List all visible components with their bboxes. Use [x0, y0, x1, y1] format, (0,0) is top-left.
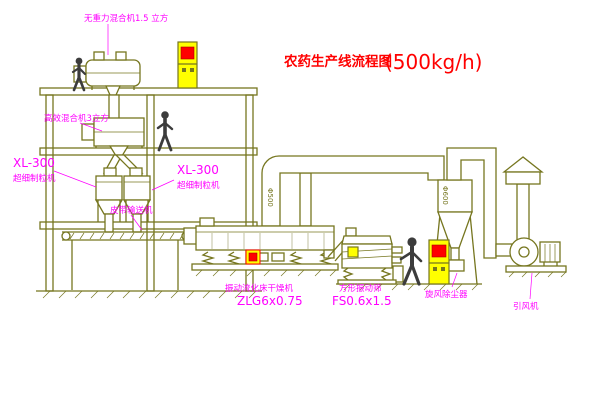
worker-figure-mid	[156, 111, 174, 152]
label-sieve-name: 方形振动筛	[339, 283, 382, 294]
vibrating-sieve-figure	[327, 227, 404, 285]
high-efficiency-mixer-figure	[81, 117, 145, 174]
drawing-title: 农药生产线流程图 (500kg/h)	[283, 50, 482, 74]
label-granulator-mid-name: 超细制粒机	[177, 180, 220, 191]
sieve-motor-box	[347, 246, 359, 258]
label-dryer-name: 振动流化床干燥机	[225, 283, 294, 294]
label-fan: 引风机	[513, 301, 539, 312]
exhaust-duct-figure: Φ500	[261, 155, 445, 227]
label-granulator-left-model: XL-300	[13, 156, 55, 170]
worker-figure-top	[71, 57, 87, 92]
worker-figure-ground	[399, 237, 423, 286]
control-cabinet-top	[177, 41, 198, 89]
control-cabinet-ground	[428, 239, 450, 285]
control-box-dryer	[245, 249, 261, 265]
cyclone-figure: Φ600	[432, 147, 497, 285]
cyclone-diameter-dim: Φ600	[441, 186, 449, 205]
riser-diameter-dim: Φ500	[266, 188, 274, 207]
fluid-bed-dryer-figure	[191, 217, 339, 277]
induced-draft-fan-figure	[495, 156, 567, 278]
label-gravity-mixer: 无重力混合机1.5 立方	[84, 13, 168, 24]
building-structure	[36, 87, 262, 299]
label-granulator-left-name: 超细制粒机	[13, 173, 56, 184]
belt-conveyor-figure	[61, 227, 199, 290]
label-granulator-mid-model: XL-300	[177, 163, 219, 177]
label-belt-conveyor: 皮带输送机	[110, 205, 153, 216]
labels-layer: 无重力混合机1.5 立方 高效混合机3立方 XL-300 超细制粒机 XL-30…	[13, 13, 539, 312]
label-sieve-model: FS0.6x1.5	[332, 294, 392, 308]
label-high-eff-mixer: 高效混合机3立方	[44, 113, 109, 124]
title-capacity: (500kg/h)	[385, 50, 482, 74]
label-dryer-model: ZLG6x0.75	[237, 294, 303, 308]
label-cyclone: 旋风除尘器	[425, 289, 468, 300]
label-leader-lines	[53, 24, 533, 300]
title-text: 农药生产线流程图	[283, 53, 392, 70]
gravity-mixer-figure	[73, 51, 141, 121]
